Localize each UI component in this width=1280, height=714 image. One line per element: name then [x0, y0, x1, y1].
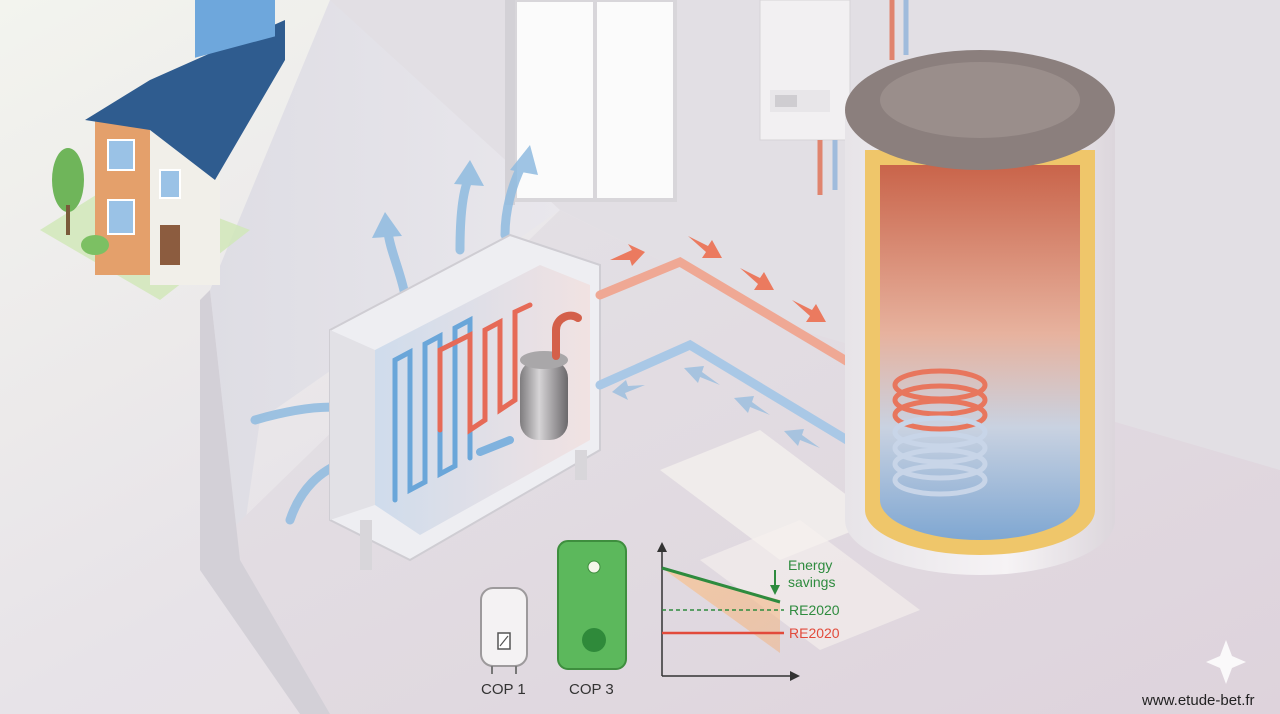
cop-electric-label: COP 1 [481, 681, 526, 698]
left-wall [210, 0, 560, 560]
sunlight-patch [660, 430, 880, 560]
wall-boiler [759, 0, 909, 195]
sparkle-icon [1206, 640, 1246, 684]
air-exhaust-arrows [372, 145, 538, 300]
energy-savings-chart [657, 542, 800, 681]
sunlight-patch [700, 520, 920, 650]
house-thumbnail [40, 0, 285, 300]
storage-tank [845, 50, 1115, 575]
energy-savings-line1: Energy [788, 557, 833, 573]
hot-coil [437, 302, 533, 435]
electric-water-heater-icon [480, 587, 528, 674]
energy-savings-label: Energy savings [788, 557, 835, 591]
heat-pump-tank-icon [557, 540, 627, 670]
cold-flow-arrows [612, 366, 820, 448]
re2020-upper-label: RE2020 [789, 602, 840, 618]
cop-heatpump-label: COP 3 [569, 681, 614, 698]
cold-coil [392, 315, 473, 503]
cold-water-pipe [595, 339, 885, 465]
hot-flow-arrows [610, 236, 826, 322]
energy-savings-line2: savings [788, 574, 836, 590]
watermark-url: www.etude-bet.fr [1142, 692, 1255, 709]
savings-line [661, 566, 781, 604]
heat-pump-unit [329, 233, 601, 570]
compressor [520, 360, 568, 440]
window [505, 0, 677, 205]
re2020-lower-label: RE2020 [789, 625, 840, 641]
cutaway-edge [200, 290, 330, 714]
